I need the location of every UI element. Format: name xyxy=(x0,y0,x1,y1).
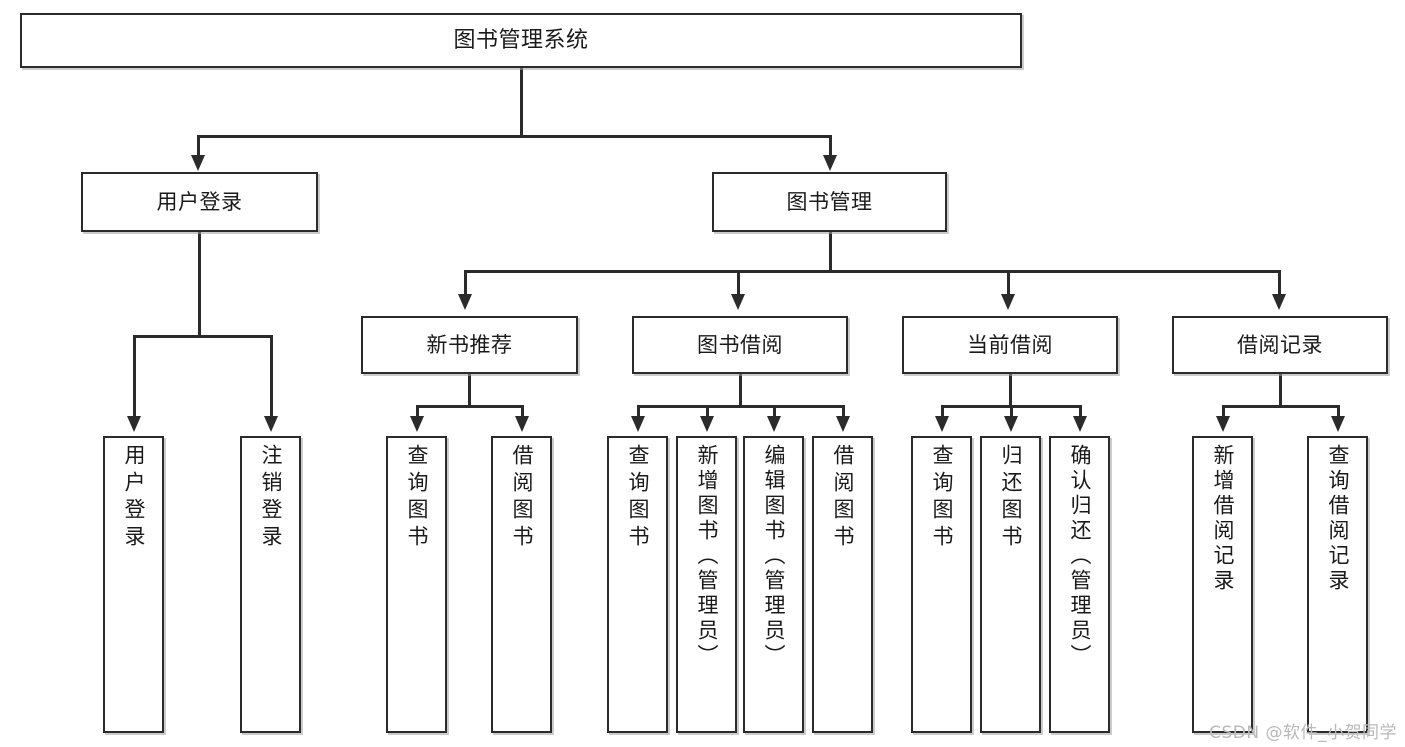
edge-root-to-book-mgmt xyxy=(829,135,832,157)
leaf-edit-book-admin[interactable]: 编辑图书（管理员） xyxy=(743,436,804,733)
arrow-user-login-child1 xyxy=(127,416,141,432)
arrow-borrow-child4 xyxy=(836,416,850,432)
arrow-record-child1 xyxy=(1216,416,1230,432)
node-label: 图书管理 xyxy=(786,189,873,214)
arrow-root-to-book-mgmt xyxy=(823,155,837,171)
edge-record-bar xyxy=(1222,405,1339,408)
edge-newbook-bar xyxy=(416,405,523,408)
arrow-current-child1 xyxy=(935,416,949,432)
node-label: 查询图书 xyxy=(626,444,650,552)
arrow-newbook-child2 xyxy=(515,416,529,432)
edge-book-mgmt-stem xyxy=(829,232,832,272)
node-label: 用户登录 xyxy=(156,189,243,214)
arrow-root-to-user-login xyxy=(191,155,205,171)
node-user-login[interactable]: 用户登录 xyxy=(81,172,318,232)
leaf-query-borrow-record[interactable]: 查询借阅记录 xyxy=(1307,436,1368,733)
edge-record-stem xyxy=(1279,374,1282,407)
node-label: 归还图书 xyxy=(999,444,1023,552)
leaf-borrow-book[interactable]: 借阅图书 xyxy=(812,436,873,733)
edge-record-child1 xyxy=(1222,405,1225,418)
edge-borrow-child3 xyxy=(773,405,776,418)
edge-root-bar xyxy=(197,135,831,138)
node-root-book-management-system[interactable]: 图书管理系统 xyxy=(20,13,1022,68)
edge-user-login-bar xyxy=(133,335,272,338)
edge-user-login-stem xyxy=(198,232,201,335)
edge-book-mgmt-child1 xyxy=(464,270,467,296)
arrow-borrow-child3 xyxy=(767,416,781,432)
arrow-book-mgmt-child1 xyxy=(458,294,472,310)
node-label: 借阅图书 xyxy=(510,444,534,552)
node-label: 编辑图书（管理员） xyxy=(762,444,786,669)
arrow-current-child2 xyxy=(1004,416,1018,432)
leaf-confirm-return-admin[interactable]: 确认归还（管理员） xyxy=(1049,436,1110,733)
arrow-newbook-child1 xyxy=(410,416,424,432)
edge-book-mgmt-child3 xyxy=(1007,270,1010,296)
edge-book-mgmt-child4 xyxy=(1278,270,1281,296)
leaf-query-book-current[interactable]: 查询图书 xyxy=(911,436,972,733)
edge-book-mgmt-child2 xyxy=(737,270,740,296)
edge-current-stem xyxy=(1009,374,1012,407)
arrow-book-mgmt-child2 xyxy=(731,294,745,310)
arrow-user-login-child2 xyxy=(264,416,278,432)
edge-current-child3 xyxy=(1079,405,1082,418)
node-label: 图书借阅 xyxy=(697,332,783,357)
edge-newbook-stem xyxy=(468,374,471,407)
arrow-book-mgmt-child3 xyxy=(1001,294,1015,310)
edge-root-to-user-login xyxy=(197,135,200,157)
arrow-borrow-child2 xyxy=(700,416,714,432)
leaf-query-book-borrow[interactable]: 查询图书 xyxy=(607,436,668,733)
node-book-borrow[interactable]: 图书借阅 xyxy=(632,316,848,374)
arrow-book-mgmt-child4 xyxy=(1272,294,1286,310)
leaf-add-book-admin[interactable]: 新增图书（管理员） xyxy=(676,436,737,733)
node-label: 借阅记录 xyxy=(1237,332,1323,357)
edge-newbook-child2 xyxy=(521,405,524,418)
edge-root-stem xyxy=(520,68,523,135)
node-label: 图书管理系统 xyxy=(453,27,589,53)
leaf-add-borrow-record[interactable]: 新增借阅记录 xyxy=(1192,436,1253,733)
arrow-borrow-child1 xyxy=(631,416,645,432)
leaf-query-book-newbook[interactable]: 查询图书 xyxy=(386,436,447,733)
edge-borrow-child4 xyxy=(842,405,845,418)
edge-user-login-child1 xyxy=(133,335,136,418)
edge-user-login-child2 xyxy=(270,335,273,418)
edge-borrow-child2 xyxy=(706,405,709,418)
node-label: 当前借阅 xyxy=(967,332,1053,357)
node-label: 用户登录 xyxy=(122,444,146,552)
arrow-record-child2 xyxy=(1331,416,1345,432)
edge-book-mgmt-bar xyxy=(464,270,1280,273)
edge-borrow-bar xyxy=(637,405,844,408)
node-borrow-record[interactable]: 借阅记录 xyxy=(1172,316,1388,374)
leaf-return-book[interactable]: 归还图书 xyxy=(980,436,1041,733)
node-label: 确认归还（管理员） xyxy=(1068,444,1092,669)
node-label: 新增借阅记录 xyxy=(1211,444,1235,594)
watermark-text: CSDN @软件_小贺同学 xyxy=(1209,723,1397,743)
node-label: 查询图书 xyxy=(405,444,429,552)
leaf-borrow-book-newbook[interactable]: 借阅图书 xyxy=(491,436,552,733)
edge-record-child2 xyxy=(1337,405,1340,418)
edge-borrow-stem xyxy=(739,374,742,407)
arrow-current-child3 xyxy=(1073,416,1087,432)
node-label: 注销登录 xyxy=(259,444,283,552)
node-new-book-recommend[interactable]: 新书推荐 xyxy=(361,316,578,374)
node-current-borrow[interactable]: 当前借阅 xyxy=(902,316,1118,374)
node-label: 查询借阅记录 xyxy=(1326,444,1350,594)
edge-borrow-child1 xyxy=(637,405,640,418)
edge-newbook-child1 xyxy=(416,405,419,418)
leaf-user-login[interactable]: 用户登录 xyxy=(103,436,164,733)
edge-current-child1 xyxy=(941,405,944,418)
node-label: 查询图书 xyxy=(930,444,954,552)
node-label: 新增图书（管理员） xyxy=(695,444,719,669)
edge-current-child2 xyxy=(1010,405,1013,418)
node-label: 借阅图书 xyxy=(831,444,855,552)
node-book-management[interactable]: 图书管理 xyxy=(712,172,947,232)
node-label: 新书推荐 xyxy=(426,332,513,357)
leaf-logout[interactable]: 注销登录 xyxy=(240,436,301,733)
